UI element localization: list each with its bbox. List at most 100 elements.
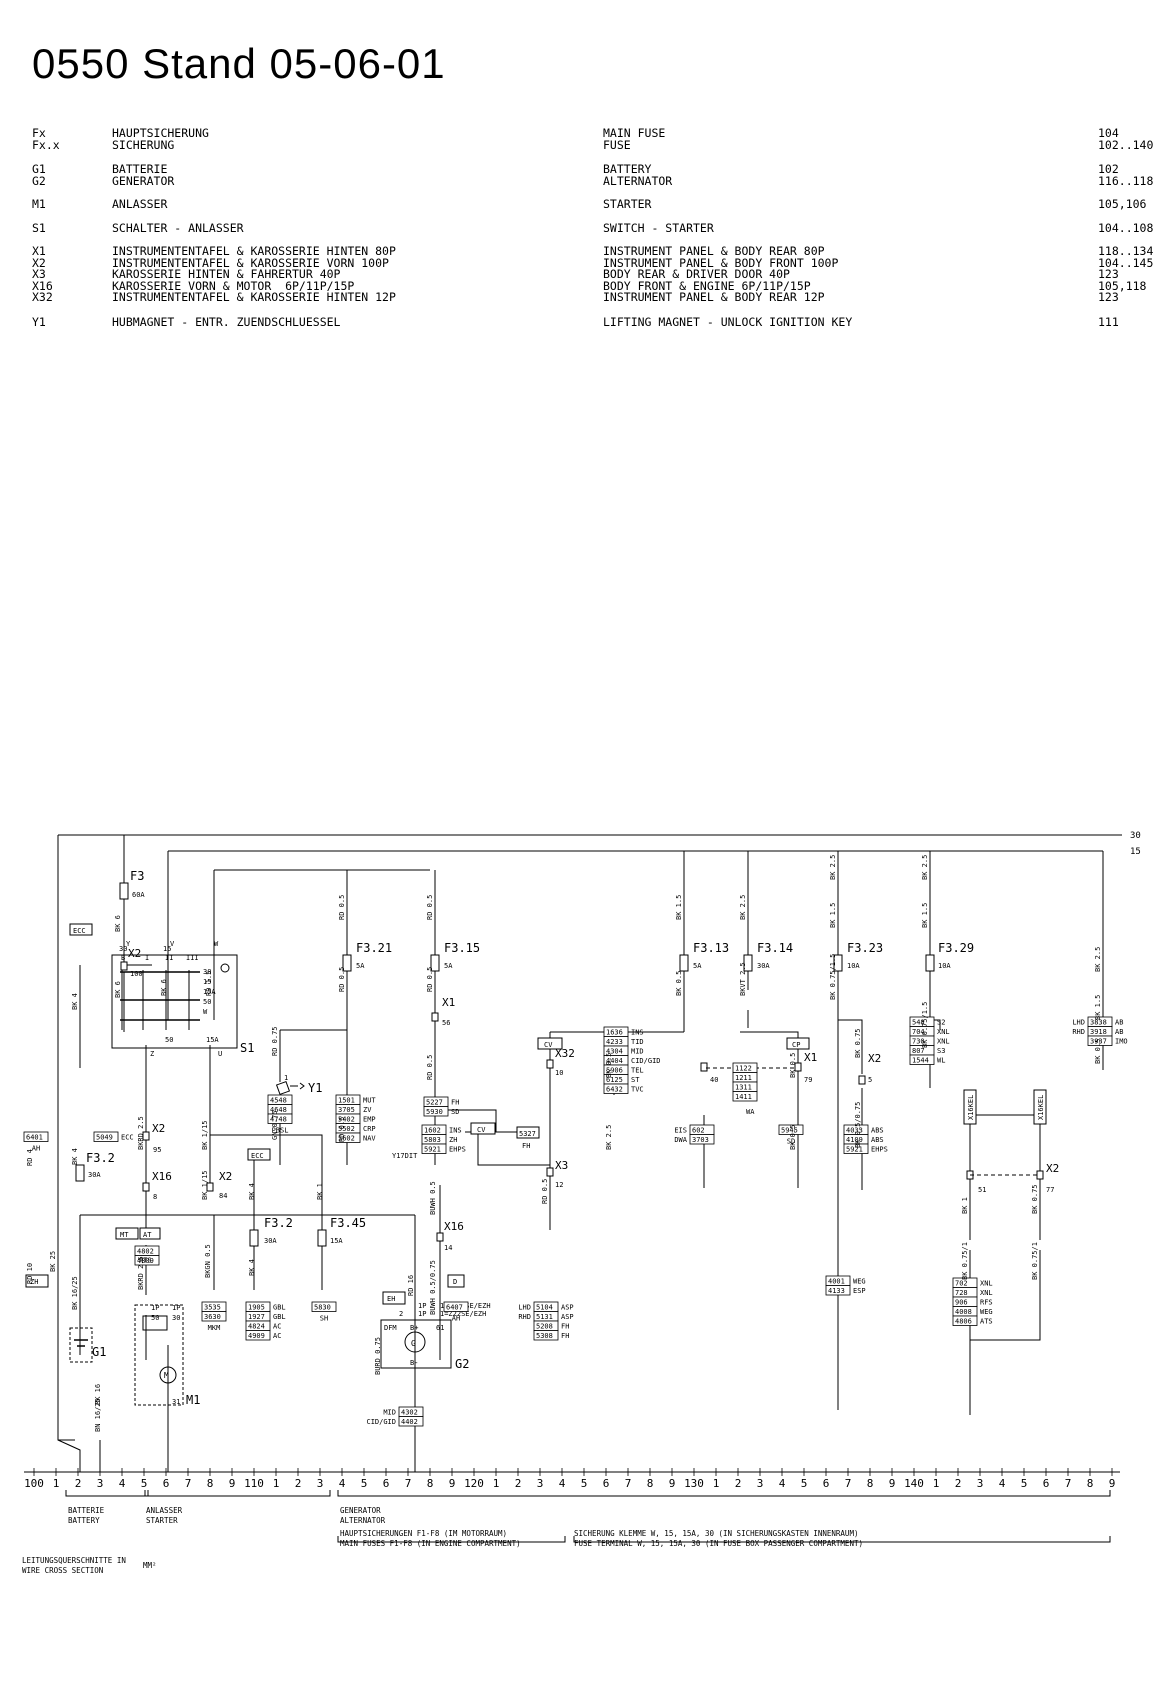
ruler-tick-label: 1: [713, 1477, 720, 1490]
wire-label: BK 1: [961, 1197, 969, 1214]
wire-label: RD 16: [407, 1275, 415, 1296]
ref-code: 4033: [846, 1127, 863, 1135]
svg-text:F3.23: F3.23: [847, 941, 883, 955]
ref-name: NAV: [363, 1135, 376, 1143]
ruler-tick-label: 9: [1109, 1477, 1116, 1490]
svg-text:61: 61: [436, 1324, 444, 1332]
ruler-tick-label: 6: [383, 1477, 390, 1490]
ref-name: FH: [561, 1323, 569, 1331]
ref-code: 728: [955, 1289, 968, 1297]
ruler-tick-label: 8: [207, 1477, 214, 1490]
ref-name: XNL: [937, 1028, 950, 1036]
wire-label: BK 16/25: [71, 1276, 79, 1310]
ref-caption: AH: [452, 1315, 460, 1323]
ruler-tick-label: 7: [185, 1477, 192, 1490]
wire-label: BK 1/15: [201, 1170, 209, 1200]
ref-code: 4648: [270, 1106, 287, 1114]
svg-text:X16KEL: X16KEL: [967, 1095, 975, 1120]
ref-name: S3: [937, 1047, 945, 1055]
connector-x1-56: X1 56: [431, 996, 455, 1027]
svg-text:B: B: [121, 954, 125, 962]
ref-name: EHPS: [449, 1146, 466, 1154]
ref-name: CID/GID: [631, 1057, 661, 1065]
ref-name: AC: [273, 1323, 281, 1331]
ref-caption: PBSL: [272, 1127, 289, 1135]
ref-code: 5131: [536, 1313, 553, 1321]
ref-name: IMO: [1115, 1038, 1128, 1046]
svg-text:56: 56: [442, 1019, 450, 1027]
ref-left-label: LHD: [518, 1304, 531, 1312]
legend-english: SWITCH - STARTER: [603, 221, 714, 235]
section-battery-en: BATTERY: [68, 1516, 100, 1525]
wire-label: BK 0.75/1.5: [829, 954, 837, 1000]
svg-text:1P: 1P: [418, 1302, 426, 1310]
ref-code: 5104: [536, 1304, 553, 1312]
ref-code: 807: [912, 1047, 925, 1055]
wire-label: BK 1.5: [921, 903, 929, 928]
ref-code: 3705: [338, 1106, 355, 1114]
ref-name: ECC: [121, 1134, 134, 1142]
svg-text:F3: F3: [130, 869, 144, 883]
battery-g1-label: G1: [92, 1345, 106, 1359]
legend-ref: 111: [1098, 315, 1119, 329]
ruler-tick-label: 5: [581, 1477, 588, 1490]
wire-label: BK 1.5: [829, 903, 837, 928]
ruler-tick-label: 8: [1087, 1477, 1094, 1490]
box-x16kel-2: X16KEL: [1033, 1089, 1047, 1125]
svg-text:30: 30: [172, 1314, 180, 1322]
magnet-y1: 1 2 Y1: [275, 1074, 322, 1104]
legend-english: BATTERY ALTERNATOR: [603, 162, 673, 188]
ref-code: 5402: [338, 1116, 355, 1124]
ref-code: 4824: [248, 1323, 265, 1331]
svg-text:10: 10: [555, 1069, 563, 1077]
ref-code: 5227: [426, 1099, 443, 1107]
ref-name: ESP: [853, 1287, 866, 1295]
label-boxes: ECC CV CV CP ECC MT AT ZH EH D X16KEL X1…: [25, 923, 1047, 1305]
ref-caption: SD: [787, 1138, 795, 1146]
svg-text:F3.45: F3.45: [330, 1216, 366, 1230]
ref-code: 1927: [248, 1313, 265, 1321]
wire-label: BK 0.5: [605, 1053, 613, 1078]
svg-text:F3.14: F3.14: [757, 941, 793, 955]
ruler-tick-label: 6: [1043, 1477, 1050, 1490]
ref-name: XNL: [980, 1280, 993, 1288]
wire-cross-en: WIRE CROSS SECTION: [22, 1566, 103, 1575]
wire-label: BN 16/25: [94, 1398, 102, 1432]
ref-code: 1122: [735, 1065, 752, 1073]
ref-code: 5945: [781, 1127, 798, 1135]
svg-text:X1: X1: [442, 996, 455, 1009]
svg-text:EH: EH: [387, 1295, 395, 1303]
ruler-tick-label: 3: [757, 1477, 764, 1490]
ref-code: 730: [912, 1038, 925, 1046]
svg-text:1=Z22SE/EZH: 1=Z22SE/EZH: [440, 1310, 486, 1318]
ruler-tick-label: 7: [405, 1477, 412, 1490]
ruler-tick-label: 1: [933, 1477, 940, 1490]
ruler-tick-label: 4: [119, 1477, 126, 1490]
ruler-tick-label: 7: [1065, 1477, 1072, 1490]
box-cp: CP: [786, 1037, 810, 1050]
box-ecc-left: ECC: [69, 923, 93, 936]
svg-text:1P: 1P: [151, 1304, 159, 1312]
svg-text:F3.2: F3.2: [264, 1216, 293, 1230]
ref-code: 5049: [96, 1134, 113, 1142]
wire-label: BK 1: [316, 1183, 324, 1200]
box-mt: MT: [115, 1227, 139, 1240]
wires: [57, 834, 1122, 1472]
ref-code: 6125: [606, 1076, 623, 1084]
wire-label: RD 10: [26, 1263, 34, 1284]
wire-label: BK 2.5: [739, 895, 747, 920]
wire-label: BK 4: [71, 993, 79, 1010]
svg-text:X3: X3: [555, 1159, 568, 1172]
wire-label: BK 2.5: [829, 855, 837, 880]
ruler-tick-label: 6: [163, 1477, 170, 1490]
ref-name: MUT: [363, 1097, 376, 1105]
svg-text:40: 40: [710, 1076, 718, 1084]
fuse-f3-2-mid: F3.2 30A: [249, 1216, 293, 1247]
